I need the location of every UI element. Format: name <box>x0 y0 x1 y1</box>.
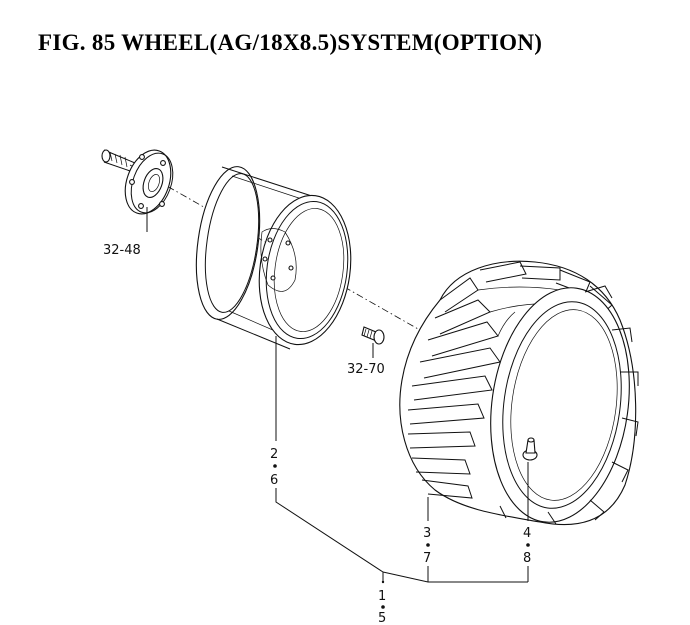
center-axis <box>129 164 456 351</box>
rim <box>195 166 352 350</box>
callout-tire-top: 3 <box>423 526 431 541</box>
callout-assy-top: 1 <box>378 589 386 604</box>
callout-tire-bottom: 7 <box>423 551 431 566</box>
tire <box>399 260 639 526</box>
callout-assy-bottom: 5 <box>378 611 386 625</box>
wheel-bolt <box>361 326 385 345</box>
callout-valve-bottom: 8 <box>523 551 531 566</box>
callout-rim-top: 2 <box>270 447 278 462</box>
callout-hub: 32-48 <box>103 243 141 258</box>
callout-bolt: 32-70 <box>347 362 385 377</box>
callout-rim-bottom: 6 <box>270 473 278 488</box>
valve-stem <box>522 437 538 461</box>
leader-lines <box>146 207 529 584</box>
figure-title: FIG. 85 WHEEL(AG/18X8.5)SYSTEM(OPTION) <box>38 30 543 55</box>
callout-valve-top: 4 <box>523 526 531 541</box>
hub-axle <box>101 149 174 215</box>
